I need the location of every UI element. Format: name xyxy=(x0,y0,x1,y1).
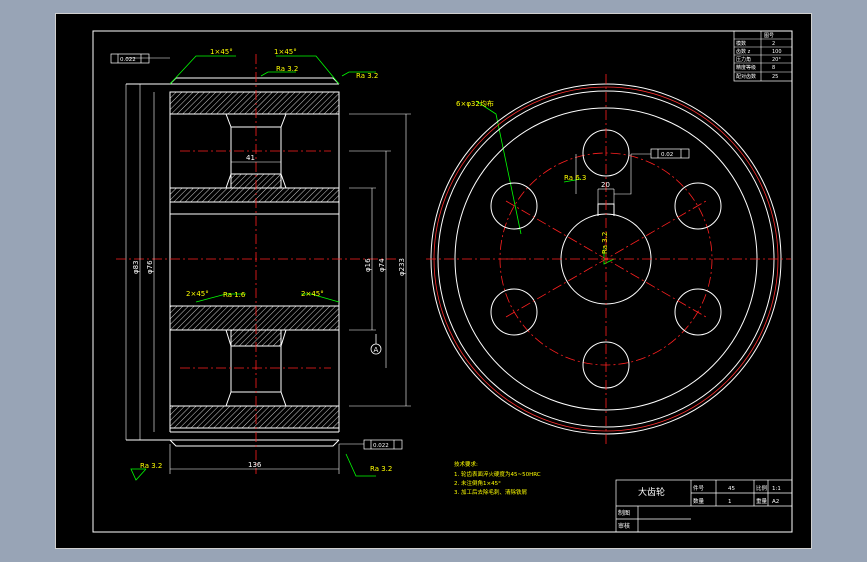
svg-text:A: A xyxy=(374,346,379,354)
roughness-top-right: Ra 3.2 xyxy=(356,72,378,80)
roughness-bottom-right: Ra 3.2 xyxy=(370,465,392,473)
keyway-dimension xyxy=(575,154,632,204)
roughness-chamfer: Ra 1.6 xyxy=(223,291,246,299)
section-dimension-lines xyxy=(126,57,411,474)
svg-text:20°: 20° xyxy=(772,57,781,63)
tolerance-frame-keyway: 0.02 xyxy=(631,148,690,159)
chamfer-label-inner-left: 2×45° xyxy=(186,290,209,298)
dim-d233: φ233 xyxy=(398,258,406,276)
title-drawn-by: 制图 xyxy=(618,509,630,517)
dim-d16: φ16 xyxy=(364,258,372,272)
sheet-frame xyxy=(92,30,793,533)
gear-table-header: 图号 xyxy=(764,33,774,39)
front-centerlines xyxy=(426,74,791,444)
roughness-top-left: Ra 3.2 xyxy=(276,65,298,73)
roughness-holes: Ra 6.3 xyxy=(564,174,586,182)
title-col1: 件号 xyxy=(693,484,705,492)
svg-text:8: 8 xyxy=(772,65,775,71)
svg-text:2. 未注倒角1×45°: 2. 未注倒角1×45° xyxy=(454,479,501,487)
title-part-name: 大齿轮 xyxy=(638,486,665,498)
technical-notes: 技术要求: 1. 轮齿表面淬火硬度为45~50HRC 2. 未注倒角1×45° … xyxy=(454,460,541,496)
dim-width-41: 41 xyxy=(246,154,255,162)
svg-text:压力角: 压力角 xyxy=(736,56,751,63)
svg-text:配对齿数: 配对齿数 xyxy=(736,73,756,80)
svg-text:2: 2 xyxy=(772,41,775,47)
title-quantity-label: 数量 xyxy=(693,497,705,505)
svg-text:技术要求:: 技术要求: xyxy=(454,460,478,468)
dim-d76: φ76 xyxy=(146,260,154,274)
svg-text:齿数 z: 齿数 z xyxy=(736,48,751,55)
chamfer-label-right: 1×45° xyxy=(274,48,297,56)
tolerance-frame-top: 0.022 xyxy=(110,53,150,64)
annotation-leaders xyxy=(130,55,615,481)
dim-keyway-width: 20 xyxy=(601,181,610,189)
svg-text:100: 100 xyxy=(772,49,782,55)
title-sheet-code: A2 xyxy=(772,499,779,505)
section-view xyxy=(125,77,340,447)
chamfer-label-left: 1×45° xyxy=(210,48,233,56)
svg-text:模数: 模数 xyxy=(736,40,746,47)
chamfer-label-inner-right: 2×45° xyxy=(301,290,324,298)
datum-marker: A xyxy=(370,334,382,355)
title-scale-value: 1:1 xyxy=(772,486,781,492)
drawing-viewport[interactable]: 41 136 φ83 φ76 φ16 φ74 φ233 A 0.022 0.02… xyxy=(55,13,812,549)
holes-callout: 6×φ32均布 xyxy=(456,99,494,108)
dim-d83: φ83 xyxy=(132,260,140,274)
dim-d74: φ74 xyxy=(378,258,386,272)
svg-text:25: 25 xyxy=(772,74,778,80)
section-centerlines xyxy=(116,54,396,474)
svg-text:0.022: 0.022 xyxy=(120,57,136,63)
title-material: 45 xyxy=(728,486,735,492)
title-quantity-value: 1 xyxy=(728,499,732,505)
svg-text:精度等级: 精度等级 xyxy=(736,64,756,71)
svg-text:0.022: 0.022 xyxy=(373,443,389,449)
drawing-canvas: 41 136 φ83 φ76 φ16 φ74 φ233 A 0.022 0.02… xyxy=(92,30,793,533)
title-scale-label: 比例 xyxy=(756,484,768,492)
svg-text:1. 轮齿表面淬火硬度为45~50HRC: 1. 轮齿表面淬火硬度为45~50HRC xyxy=(454,470,541,478)
gear-parameter-table: 图号 模数 2 齿数 z 100 压力角 20° 精度等级 8 配对齿数 25 xyxy=(733,30,793,82)
title-weight-label: 重量 xyxy=(756,497,768,505)
roughness-bottom-left: Ra 3.2 xyxy=(140,462,162,470)
roughness-keyway: Ra 3.2 xyxy=(601,232,609,254)
svg-text:3. 加工后去除毛刺、清除铁屑: 3. 加工后去除毛刺、清除铁屑 xyxy=(454,488,527,496)
tolerance-frame-bottom: 0.022 xyxy=(339,439,403,450)
title-block xyxy=(615,479,793,533)
title-checked-by: 审核 xyxy=(618,522,630,530)
svg-text:0.02: 0.02 xyxy=(661,152,673,158)
dim-total-width: 136 xyxy=(248,461,262,469)
